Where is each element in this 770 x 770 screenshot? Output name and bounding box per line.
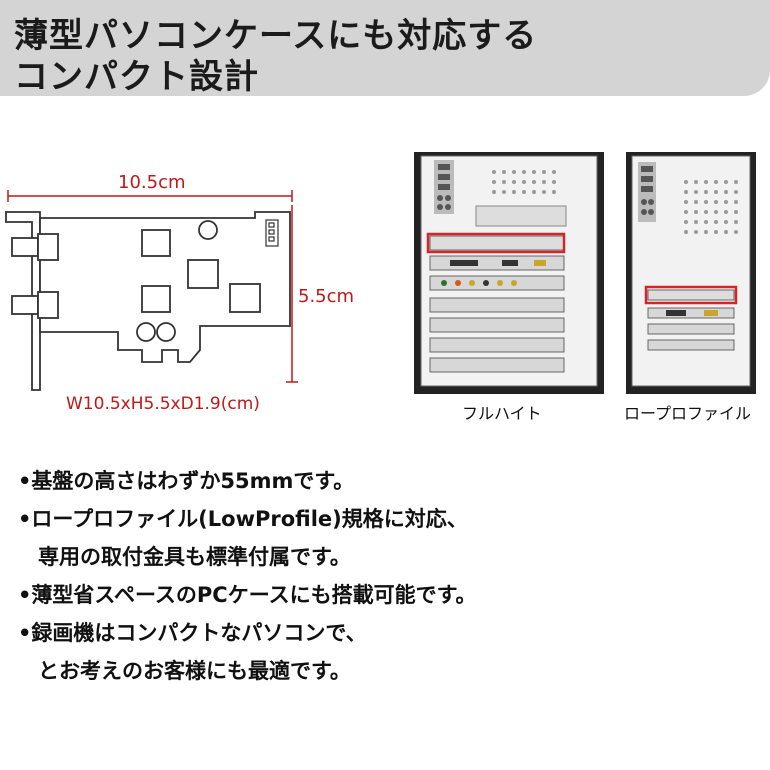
height-dimension-line bbox=[286, 205, 298, 383]
chips bbox=[136, 220, 261, 342]
pci-card-diagram bbox=[5, 190, 298, 391]
height-label: 5.5cm bbox=[298, 286, 355, 307]
feature-item: •薄型省スペースのPCケースにも搭載可能です。 bbox=[18, 583, 477, 607]
title-line-2: コンパクト設計 bbox=[14, 57, 259, 97]
feature-item: •ロープロファイル(LowProfile)規格に対応、 bbox=[18, 507, 468, 531]
feature-item-continued: とお考えのお客様にも最適です。 bbox=[38, 659, 351, 683]
full-height-label: フルハイト bbox=[462, 404, 542, 423]
low-profile-label: ロープロファイル bbox=[624, 404, 752, 423]
feature-item: •録画機はコンパクトなパソコンで、 bbox=[18, 621, 367, 645]
rf-connectors bbox=[11, 233, 59, 319]
feature-item: •基盤の高さはわずか55mmです。 bbox=[18, 469, 355, 493]
header-pins bbox=[265, 219, 279, 247]
width-dimension-line bbox=[7, 190, 293, 202]
low-profile-case-illustration bbox=[626, 152, 756, 394]
dimension-caption: W10.5xH5.5xD1.9(cm) bbox=[66, 394, 260, 414]
title-banner: 薄型パソコンケースにも対応する コンパクト設計 bbox=[0, 0, 770, 97]
width-label: 10.5cm bbox=[118, 172, 186, 193]
feature-item-continued: 専用の取付金具も標準付属です。 bbox=[38, 545, 351, 569]
full-height-case-illustration bbox=[414, 152, 604, 394]
feature-list: •基盤の高さはわずか55mmです。 •ロープロファイル(LowProfile)規… bbox=[18, 462, 477, 690]
title-line-1: 薄型パソコンケースにも対応する bbox=[14, 16, 538, 56]
